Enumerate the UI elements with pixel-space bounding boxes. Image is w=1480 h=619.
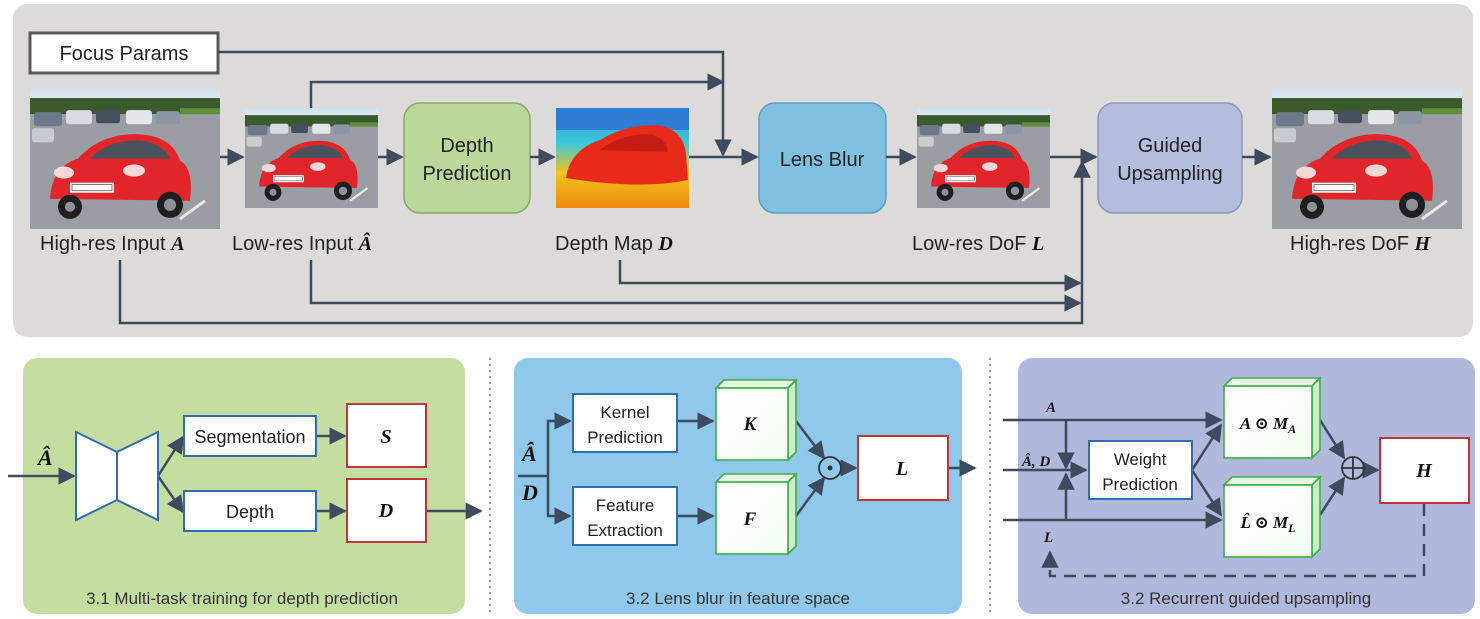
- hadamard-operator: [818, 456, 842, 480]
- feature-extraction-label-1: Feature: [596, 496, 655, 515]
- svg-text:High-res Input A: High-res Input A: [40, 233, 185, 255]
- sum-operator: [1341, 456, 1365, 480]
- output-l-box: [857, 435, 949, 501]
- k-cube: [714, 378, 798, 462]
- weight-prediction-label-1: Weight: [1114, 450, 1167, 469]
- p3-input-l: L: [1043, 530, 1053, 546]
- f-cube: [714, 472, 798, 556]
- low-res-input-image: [245, 108, 378, 208]
- l-product-label: L̂ ⊙ ML: [1240, 513, 1296, 535]
- p1-arrows: [8, 427, 483, 520]
- high-res-dof-image: [1272, 88, 1462, 229]
- weight-prediction-box: [1088, 440, 1193, 500]
- p1-input-symbol: Â: [36, 445, 53, 470]
- depth-prediction-box: [403, 102, 531, 214]
- a-product-cube: [1222, 376, 1322, 460]
- encoder-decoder-icon: [75, 430, 159, 522]
- high-res-input-image: [30, 88, 220, 229]
- panel3-caption: 3.2 Recurrent guided upsampling: [1121, 589, 1371, 608]
- output-h-box: [1379, 437, 1470, 504]
- caption-high-res-input: High-res Input A: [40, 233, 185, 255]
- svg-text:Depth Map D: Depth Map D: [555, 233, 673, 255]
- p3-input-ad: Â, D: [1021, 453, 1051, 470]
- guided-upsampling-label-2: Upsampling: [1117, 163, 1223, 185]
- p3-input-a: A: [1045, 400, 1056, 416]
- output-d-box: [346, 478, 427, 543]
- caption-high-res-dof: High-res DoF H: [1290, 233, 1431, 255]
- p2-input-a: Â: [520, 441, 537, 466]
- k-label: K: [743, 414, 758, 435]
- focus-params-box: [28, 31, 220, 75]
- panel2-caption: 3.2 Lens blur in feature space: [626, 589, 850, 608]
- caption-depth-map: Depth Map D: [555, 233, 673, 255]
- kernel-prediction-label-1: Kernel: [600, 403, 649, 422]
- svg-text:High-res DoF H: High-res DoF H: [1290, 233, 1431, 255]
- lens-blur-label: Lens Blur: [780, 149, 865, 171]
- caption-low-res-dof: Low-res DoF L: [912, 233, 1044, 255]
- output-s-label: S: [380, 426, 391, 448]
- caption-low-res-input: Low-res Input Â: [232, 231, 372, 255]
- p2-input-d: D: [521, 480, 538, 505]
- output-d-label: D: [378, 500, 393, 522]
- kernel-prediction-box: [572, 393, 678, 453]
- output-s-box: [346, 403, 427, 468]
- weight-prediction-label-2: Prediction: [1102, 475, 1178, 494]
- f-label: F: [743, 509, 757, 530]
- panel1-caption: 3.1 Multi-task training for depth predic…: [86, 589, 398, 608]
- a-product-label: A ⊙ MA: [1239, 414, 1296, 436]
- depth-box: [183, 490, 317, 532]
- top-pipeline-panel: [13, 4, 1473, 337]
- p3-arrows: [1003, 411, 1380, 529]
- depth-prediction-label-1: Depth: [440, 135, 493, 157]
- depth-map-image: [556, 108, 689, 208]
- focus-params-label: Focus Params: [60, 43, 189, 65]
- feature-extraction-label-2: Extraction: [587, 521, 663, 540]
- segmentation-box: [183, 415, 317, 457]
- top-arrows: [118, 50, 1272, 325]
- low-res-dof-image: [917, 108, 1050, 208]
- l-product-cube: [1222, 475, 1322, 559]
- feature-extraction-box: [572, 486, 678, 546]
- depth-prediction-label-2: Prediction: [423, 163, 512, 185]
- segmentation-label: Segmentation: [194, 427, 305, 447]
- output-h-label: H: [1415, 460, 1433, 482]
- svg-text:Low-res DoF L: Low-res DoF L: [912, 233, 1044, 255]
- kernel-prediction-label-2: Prediction: [587, 428, 663, 447]
- output-l-label: L: [895, 458, 908, 480]
- depth-label: Depth: [226, 502, 274, 522]
- guided-upsampling-box: [1097, 102, 1243, 214]
- guided-upsampling-label-1: Guided: [1138, 135, 1203, 157]
- p2-arrows: [518, 412, 977, 525]
- svg-text:Low-res Input Â: Low-res Input Â: [232, 231, 372, 255]
